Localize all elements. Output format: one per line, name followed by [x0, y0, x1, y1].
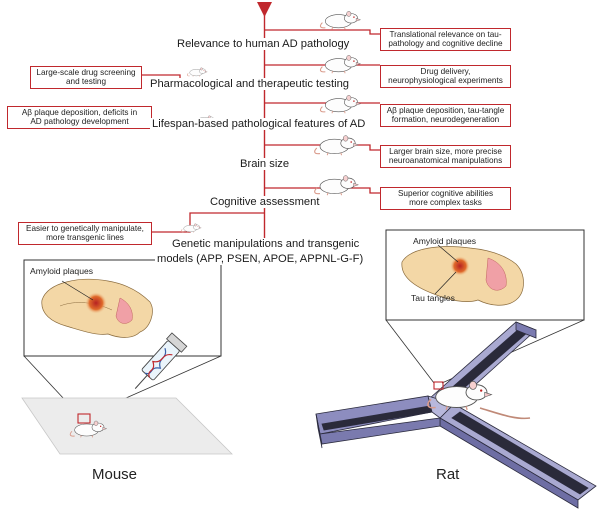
mouse-note-drug-screening: Large-scale drug screening and testing [30, 66, 142, 89]
rat-note-pathology: Aβ plaque deposition, tau-tangle formati… [380, 104, 511, 127]
criterion-pharmacological: Pharmacological and therapeutic testing [148, 78, 352, 90]
y-maze [315, 321, 597, 509]
mouse-cage-floor [21, 397, 233, 455]
mouse-icon [180, 223, 202, 233]
criterion-brain-size: Brain size [238, 158, 292, 170]
mouse-note-genetics: Easier to genetically manipulate, more t… [18, 222, 152, 245]
species-rat-label: Rat [436, 466, 460, 483]
mouse-icon [186, 67, 208, 77]
criterion-lifespan: Lifespan-based pathological features of … [150, 118, 368, 130]
left-connectors [142, 74, 265, 233]
rat-note-translational: Translational relevance on tau- patholog… [380, 28, 511, 51]
rat-icon [319, 94, 362, 114]
rat-icon [319, 10, 362, 30]
rat-icon [314, 135, 359, 156]
criterion-genetic-line2: models (APP, PSEN, APOE, APPNL-G-F) [155, 253, 366, 265]
mouse-figure [69, 413, 108, 438]
criterion-cognitive: Cognitive assessment [208, 196, 322, 208]
mouse-inset-panel [23, 259, 222, 357]
rat-tau-label: Tau tangles [411, 293, 455, 303]
criterion-relevance: Relevance to human AD pathology [175, 38, 352, 50]
rat-icon [319, 54, 362, 74]
rat-note-cognition: Superior cognitive abilities more comple… [380, 187, 511, 210]
rat-inset-panel [385, 229, 585, 321]
rat-note-drug-delivery: Drug delivery, neurophysiological experi… [380, 65, 511, 88]
top-arrow-icon [257, 2, 272, 17]
syringe-icon [134, 332, 188, 389]
rat-amyloid-label: Amyloid plaques [413, 236, 477, 246]
mouse-amyloid-label: Amyloid plaques [30, 266, 94, 276]
right-connectors [264, 29, 380, 194]
plaque-cluster [85, 292, 107, 314]
rat-figure [427, 380, 531, 420]
plaque-cluster [450, 256, 470, 276]
species-mouse-label: Mouse [92, 466, 138, 483]
rat-note-brain-size: Larger brain size, more precise neuroana… [380, 145, 511, 168]
mouse-note-plaque: Aβ plaque deposition, deficits in AD pat… [7, 106, 152, 129]
rat-icon [314, 175, 359, 196]
criterion-genetic-line1: Genetic manipulations and transgenic [170, 238, 362, 250]
